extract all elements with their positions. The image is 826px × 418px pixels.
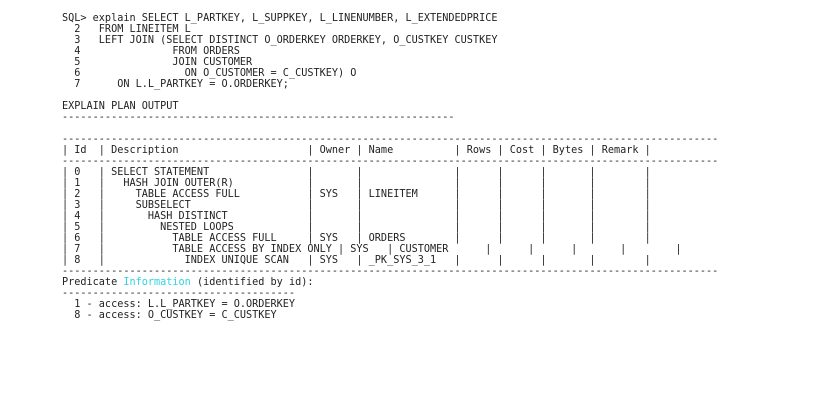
predicate-heading: Predicate Information (identified by id)…: [62, 277, 822, 288]
table-border-top: ----------------------------------------…: [62, 134, 719, 145]
table-row: | 1 | HASH JOIN OUTER(R) | | | | | | |: [62, 178, 651, 189]
terminal-output: SQL> explain SELECT L_PARTKEY, L_SUPPKEY…: [62, 13, 822, 321]
query-line: 3 LEFT JOIN (SELECT DISTINCT O_ORDERKEY …: [62, 35, 498, 46]
table-border-header: ----------------------------------------…: [62, 156, 719, 167]
query-line: 2 FROM LINEITEM L: [62, 24, 191, 35]
table-border-bottom: ----------------------------------------…: [62, 266, 719, 277]
query-line: SQL> explain SELECT L_PARTKEY, L_SUPPKEY…: [62, 13, 498, 24]
predicate-suffix: (identified by id):: [190, 277, 314, 288]
query-line: 7 ON L.L_PARTKEY = O.ORDERKEY;: [62, 79, 289, 90]
table-row: | 7 | TABLE ACCESS BY INDEX ONLY | SYS |…: [62, 244, 682, 255]
predicate-rule: --------------------------------------: [62, 288, 296, 299]
table-header: | Id | Description | Owner | Name | Rows…: [62, 145, 651, 156]
query-line: 6 ON O_CUSTOMER = C_CUSTKEY) O: [62, 68, 357, 79]
table-row: | 3 | SUBSELECT | | | | | | |: [62, 200, 651, 211]
plan-title-rule: ----------------------------------------…: [62, 112, 455, 123]
table-row: | 0 | SELECT STATEMENT | | | | | | |: [62, 167, 651, 178]
predicate-prefix: Predicate: [62, 277, 124, 288]
table-row: | 8 | INDEX UNIQUE SCAN | SYS | _PK_SYS_…: [62, 255, 651, 266]
query-line: 4 FROM ORDERS: [62, 46, 240, 57]
predicate-line: 1 - access: L.L_PARTKEY = O.ORDERKEY: [62, 299, 296, 310]
plan-title: EXPLAIN PLAN OUTPUT: [62, 101, 179, 112]
table-row: | 5 | NESTED LOOPS | | | | | | |: [62, 222, 651, 233]
blank-line: [62, 123, 822, 134]
blank-line: [62, 90, 822, 101]
table-row: | 4 | HASH DISTINCT | | | | | | |: [62, 211, 651, 222]
query-line: 5 JOIN CUSTOMER: [62, 57, 253, 68]
predicate-line: 8 - access: O_CUSTKEY = C_CUSTKEY: [62, 310, 277, 321]
table-row: | 2 | TABLE ACCESS FULL | SYS | LINEITEM…: [62, 189, 651, 200]
predicate-highlight: Information: [123, 277, 191, 288]
table-row: | 6 | TABLE ACCESS FULL | SYS | ORDERS |…: [62, 233, 651, 244]
